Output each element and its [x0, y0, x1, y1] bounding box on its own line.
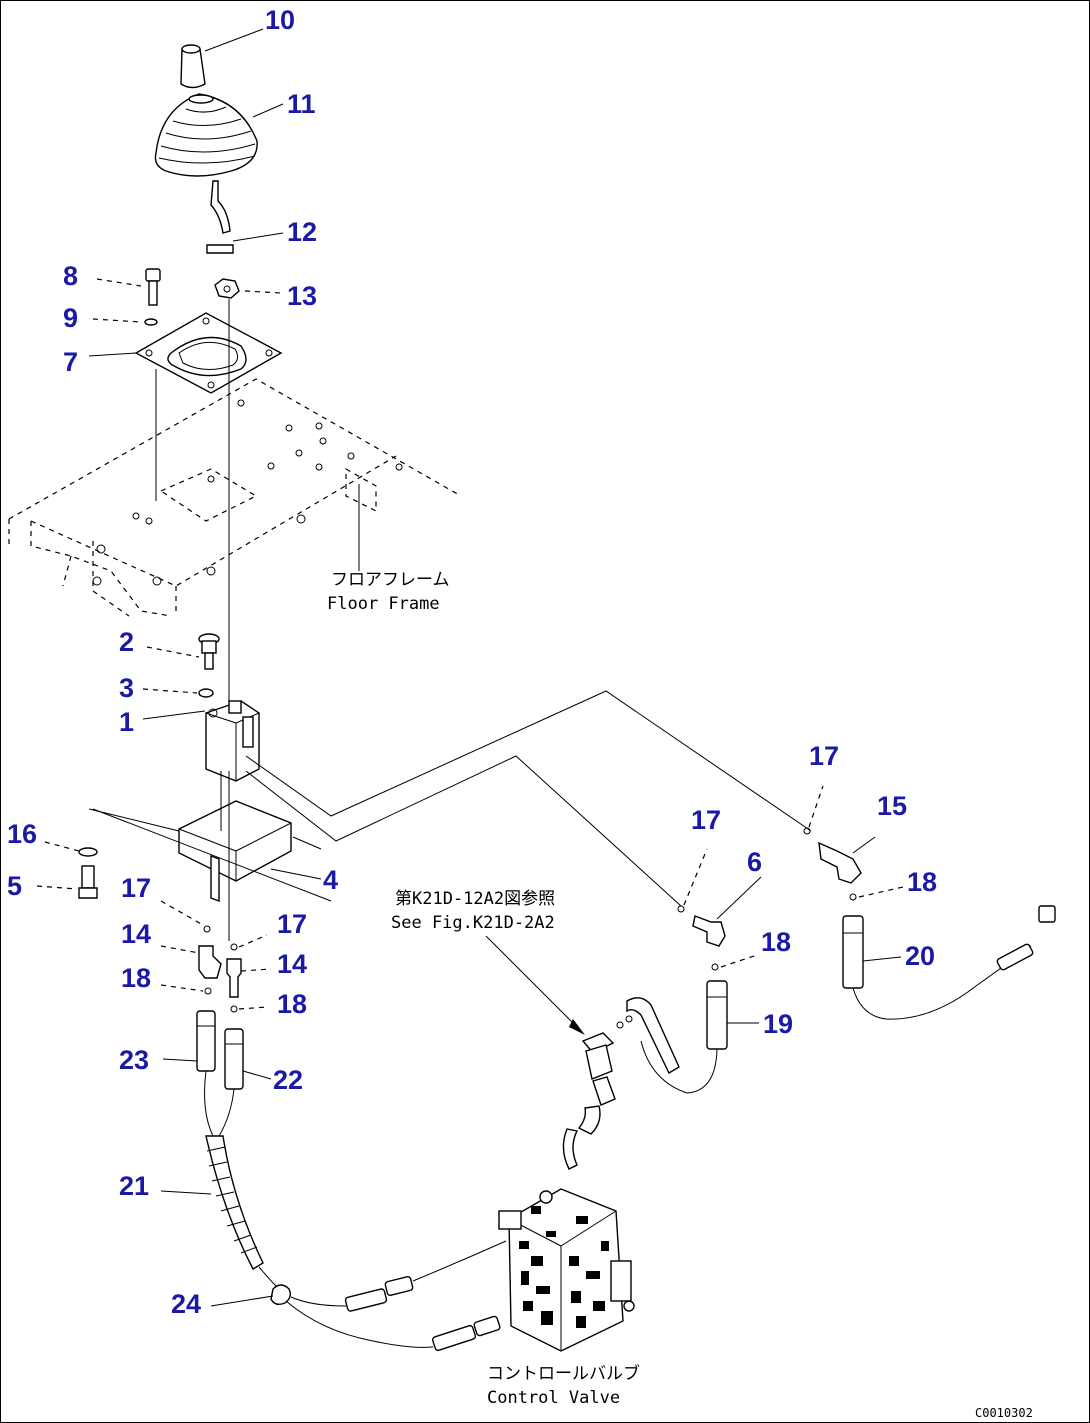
callout-23[interactable]: 23	[119, 1045, 149, 1075]
control-valve-label-jp: コントロールバルブ	[487, 1363, 640, 1384]
callout-1[interactable]: 1	[119, 707, 134, 737]
callout-12[interactable]: 12	[287, 217, 317, 247]
boot-part[interactable]	[154, 93, 258, 177]
control-valve-label-en: Control Valve	[487, 1388, 620, 1408]
callout-10[interactable]: 10	[265, 5, 295, 35]
callout-17[interactable]: 17	[809, 741, 839, 771]
callout-4[interactable]: 4	[323, 865, 338, 895]
bolt-part[interactable]	[145, 268, 161, 306]
callout-17[interactable]: 17	[121, 873, 151, 903]
bracket-part[interactable]	[178, 800, 292, 903]
callout-8[interactable]: 8	[63, 261, 78, 291]
hose-part[interactable]	[626, 997, 680, 1074]
floor-frame	[8, 378, 462, 617]
pilot-valve-ref-part[interactable]	[562, 1015, 633, 1170]
callout-21[interactable]: 21	[119, 1171, 149, 1201]
callout-6[interactable]: 16	[7, 819, 37, 849]
callout-18[interactable]: 18	[907, 867, 937, 897]
knob-part[interactable]	[180, 44, 206, 89]
o-ring-part[interactable]	[711, 963, 719, 971]
hose-end-part[interactable]	[344, 1275, 501, 1352]
pilot-valve-part[interactable]	[205, 700, 260, 782]
o-ring-part[interactable]	[230, 943, 238, 951]
callout-17[interactable]: 17	[277, 909, 307, 939]
o-ring-part[interactable]	[204, 987, 212, 995]
callout-18[interactable]: 18	[121, 963, 151, 993]
callout-7[interactable]: 7	[63, 347, 78, 377]
callout-14[interactable]: 14	[277, 949, 307, 979]
tee-fitting-part[interactable]	[270, 1284, 292, 1306]
washer-part[interactable]	[78, 847, 98, 857]
callout-24[interactable]: 24	[171, 1289, 201, 1319]
callout-2[interactable]: 2	[119, 627, 134, 657]
floor-frame-label-en: Floor Frame	[327, 594, 440, 614]
o-ring-part[interactable]	[203, 925, 211, 933]
bolt-part[interactable]	[198, 633, 220, 670]
callout-19[interactable]: 19	[763, 1009, 793, 1039]
drawing-code: C0010302	[975, 1406, 1033, 1420]
hose-end-part[interactable]	[996, 905, 1056, 971]
callout-18[interactable]: 18	[277, 989, 307, 1019]
callout-18[interactable]: 18	[761, 927, 791, 957]
hose-part[interactable]	[205, 1135, 264, 1270]
see-fig-label-jp: 第K21D-12A2図参照	[395, 889, 555, 909]
o-ring-part[interactable]	[803, 827, 811, 835]
washer-part[interactable]	[144, 318, 158, 326]
hose-part[interactable]	[224, 1028, 244, 1090]
callout-11[interactable]: 11	[287, 89, 316, 119]
callout-20[interactable]: 20	[905, 941, 935, 971]
callout-14[interactable]: 14	[121, 919, 151, 949]
hose-part[interactable]	[842, 915, 864, 989]
hose-part[interactable]	[706, 980, 728, 1050]
control-valve-part[interactable]	[498, 1188, 635, 1352]
callout-5[interactable]: 5	[7, 871, 22, 901]
callout-13[interactable]: 13	[287, 281, 317, 311]
callout-17[interactable]: 17	[691, 805, 721, 835]
see-fig-label-en: See Fig.K21D-2A2	[391, 913, 555, 933]
callout-22[interactable]: 22	[273, 1065, 303, 1095]
callout-16[interactable]: 6	[747, 847, 762, 877]
elbow-fitting-part[interactable]	[818, 841, 862, 884]
callout-9[interactable]: 9	[63, 303, 78, 333]
washer-part[interactable]	[198, 688, 214, 698]
floor-frame-label-jp: フロアフレーム	[331, 570, 450, 590]
elbow-fitting-part[interactable]	[198, 945, 222, 979]
plate-part[interactable]	[134, 312, 283, 394]
callout-15[interactable]: 15	[877, 791, 907, 821]
bolt-part[interactable]	[78, 865, 98, 899]
straight-fitting-part[interactable]	[226, 958, 242, 998]
elbow-fitting-part[interactable]	[692, 915, 726, 947]
nut-part[interactable]	[214, 278, 240, 299]
o-ring-part[interactable]	[230, 1005, 238, 1013]
hose-part[interactable]	[196, 1010, 216, 1072]
o-ring-part[interactable]	[677, 905, 685, 913]
callout-3[interactable]: 3	[119, 673, 134, 703]
lever-part[interactable]	[206, 180, 234, 254]
o-ring-part[interactable]	[849, 893, 857, 901]
